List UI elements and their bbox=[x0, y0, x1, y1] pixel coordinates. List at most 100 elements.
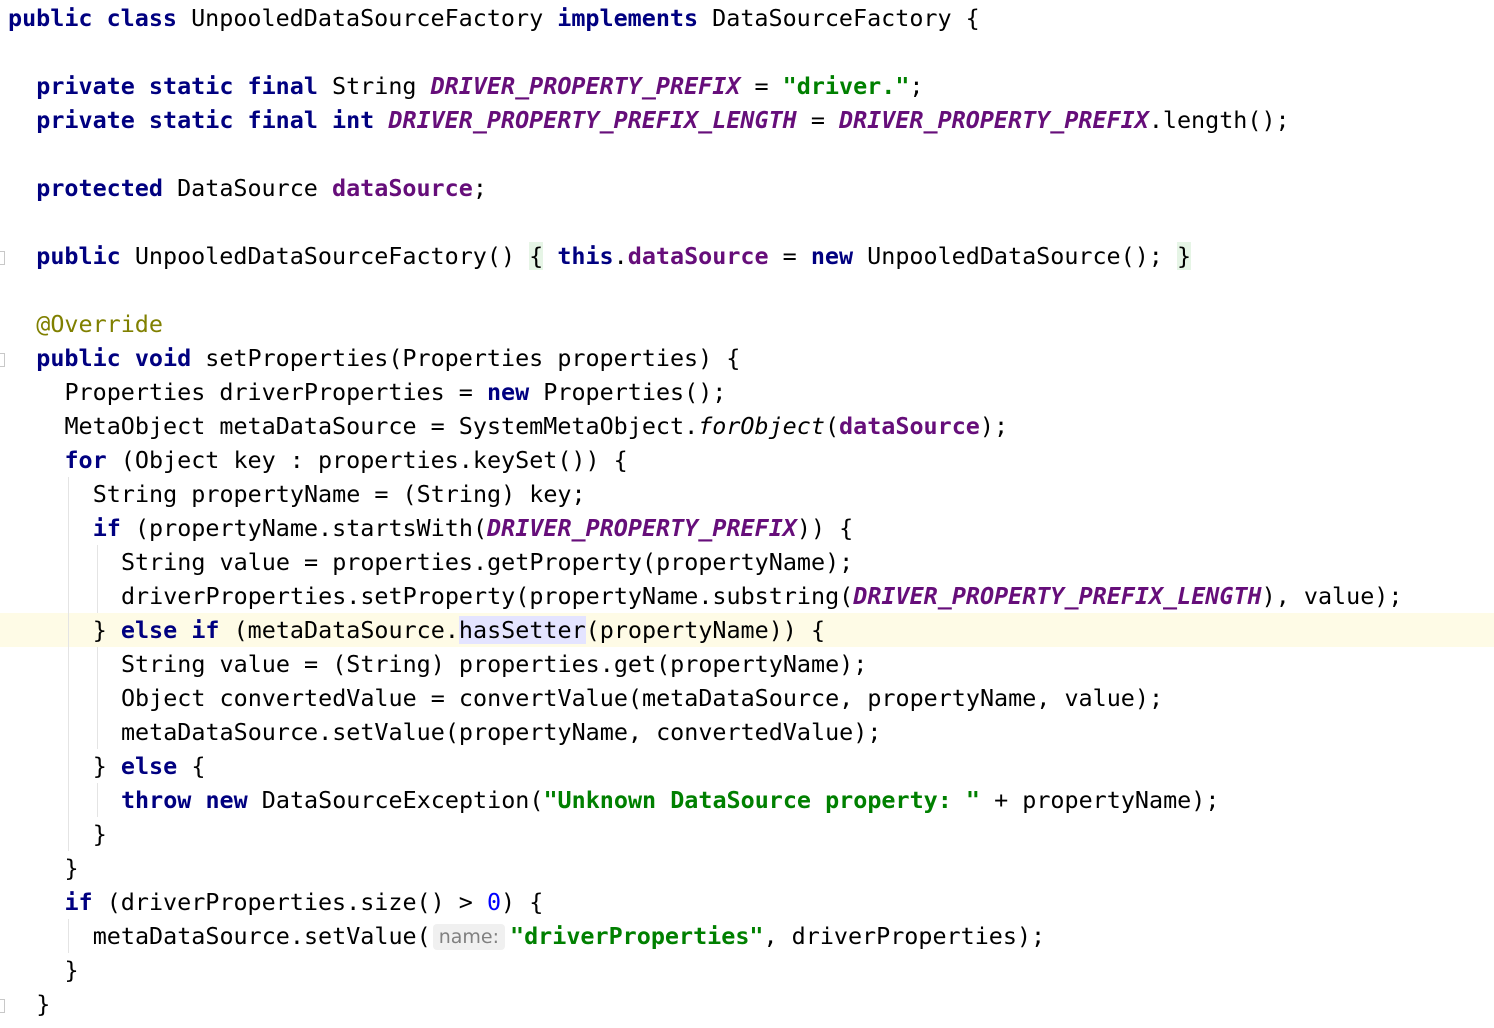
code-token: } bbox=[92, 752, 121, 780]
code-line[interactable]: public class UnpooledDataSourceFactory i… bbox=[0, 1, 1494, 35]
code-token: ; bbox=[909, 72, 924, 100]
code-line[interactable]: public UnpooledDataSourceFactory() { thi… bbox=[0, 239, 1494, 273]
code-token: MetaObject metaDataSource = SystemMetaOb… bbox=[64, 412, 699, 440]
code-text: } bbox=[93, 817, 107, 851]
code-line[interactable] bbox=[0, 273, 1494, 307]
code-line[interactable] bbox=[0, 137, 1494, 171]
code-text: } bbox=[64, 851, 78, 885]
code-token: this bbox=[557, 242, 614, 270]
code-token: } bbox=[92, 820, 107, 848]
code-text: public UnpooledDataSourceFactory() { thi… bbox=[36, 239, 1192, 273]
code-line-current[interactable]: } else if (metaDataSource.hasSetter(prop… bbox=[0, 613, 1494, 647]
code-token: Properties driverProperties = bbox=[64, 378, 487, 406]
code-text: private static final int DRIVER_PROPERTY… bbox=[36, 103, 1289, 137]
code-token: dataSource bbox=[331, 174, 473, 202]
code-line[interactable]: metaDataSource.setValue(name:"driverProp… bbox=[0, 919, 1494, 953]
fold-marker-icon[interactable] bbox=[0, 999, 5, 1013]
code-token: String value = properties.getProperty(pr… bbox=[120, 548, 854, 576]
code-token bbox=[543, 242, 557, 270]
code-token: = bbox=[796, 106, 839, 134]
code-token: protected bbox=[36, 174, 163, 202]
code-token: void bbox=[134, 344, 192, 372]
code-text: String value = properties.getProperty(pr… bbox=[121, 545, 853, 579]
code-token: } bbox=[92, 616, 121, 644]
code-text: } else { bbox=[93, 749, 206, 783]
indent-guide bbox=[68, 919, 70, 953]
code-line[interactable]: @Override bbox=[0, 307, 1494, 341]
code-text: if (driverProperties.size() > 0) { bbox=[64, 885, 543, 919]
code-token: = bbox=[768, 242, 811, 270]
code-token: (Object key : properties.keySet()) { bbox=[106, 446, 628, 474]
code-line[interactable]: metaDataSource.setValue(propertyName, co… bbox=[0, 715, 1494, 749]
code-token: DRIVER_PROPERTY_PREFIX_LENGTH bbox=[388, 106, 797, 134]
code-token: UnpooledDataSourceFactory bbox=[177, 4, 558, 32]
code-line[interactable]: String value = properties.getProperty(pr… bbox=[0, 545, 1494, 579]
code-token: { bbox=[529, 242, 544, 270]
code-line[interactable]: driverProperties.setProperty(propertyNam… bbox=[0, 579, 1494, 613]
code-token: } bbox=[36, 990, 51, 1018]
code-line[interactable]: if (driverProperties.size() > 0) { bbox=[0, 885, 1494, 919]
code-text: } bbox=[64, 953, 78, 987]
code-token bbox=[177, 616, 191, 644]
code-line[interactable]: String value = (String) properties.get(p… bbox=[0, 647, 1494, 681]
code-token: Object convertedValue = convertValue(met… bbox=[120, 684, 1164, 712]
indent-guide bbox=[96, 783, 98, 817]
code-token: String propertyName = (String) key; bbox=[92, 480, 586, 508]
code-token: . bbox=[613, 242, 628, 270]
code-token: ) { bbox=[501, 888, 544, 916]
code-token: UnpooledDataSourceFactory() bbox=[120, 242, 530, 270]
code-token: class bbox=[106, 4, 178, 32]
code-line[interactable]: public void setProperties(Properties pro… bbox=[0, 341, 1494, 375]
code-line[interactable]: MetaObject metaDataSource = SystemMetaOb… bbox=[0, 409, 1494, 443]
code-line[interactable]: } bbox=[0, 851, 1494, 885]
code-line[interactable]: } else { bbox=[0, 749, 1494, 783]
code-token: metaDataSource.setValue( bbox=[92, 922, 431, 950]
code-token: implements bbox=[557, 4, 699, 32]
code-text: throw new DataSourceException("Unknown D… bbox=[121, 783, 1219, 817]
code-token: else bbox=[120, 752, 178, 780]
code-token bbox=[135, 106, 149, 134]
code-text: for (Object key : properties.keySet()) { bbox=[64, 443, 627, 477]
code-token: DRIVER_PROPERTY_PREFIX bbox=[487, 514, 797, 542]
code-token: (driverProperties.size() > bbox=[92, 888, 487, 916]
code-line[interactable]: Properties driverProperties = new Proper… bbox=[0, 375, 1494, 409]
code-token: Setter bbox=[501, 616, 586, 644]
code-token: metaDataSource.setValue(propertyName, co… bbox=[120, 718, 882, 746]
code-line[interactable]: private static final int DRIVER_PROPERTY… bbox=[0, 103, 1494, 137]
code-token bbox=[318, 106, 332, 134]
code-text: public void setProperties(Properties pro… bbox=[36, 341, 740, 375]
code-token bbox=[135, 72, 149, 100]
code-line[interactable]: protected DataSource dataSource; bbox=[0, 171, 1494, 205]
code-line[interactable]: } bbox=[0, 987, 1494, 1021]
code-token: Properties(); bbox=[529, 378, 727, 406]
code-line[interactable]: } bbox=[0, 817, 1494, 851]
code-text: metaDataSource.setValue(name:"driverProp… bbox=[93, 919, 1045, 953]
code-token: dataSource bbox=[627, 242, 769, 270]
code-line[interactable]: if (propertyName.startsWith(DRIVER_PROPE… bbox=[0, 511, 1494, 545]
code-text: } bbox=[36, 987, 50, 1021]
code-line[interactable]: throw new DataSourceException("Unknown D… bbox=[0, 783, 1494, 817]
code-token: } bbox=[1176, 242, 1192, 270]
code-token: ; bbox=[472, 174, 487, 202]
code-line[interactable] bbox=[0, 35, 1494, 69]
code-token: DRIVER_PROPERTY_PREFIX bbox=[430, 72, 741, 100]
code-line[interactable]: } bbox=[0, 953, 1494, 987]
code-line[interactable]: private static final String DRIVER_PROPE… bbox=[0, 69, 1494, 103]
code-token: DataSource bbox=[162, 174, 332, 202]
code-text: public class UnpooledDataSourceFactory i… bbox=[8, 1, 980, 35]
code-line[interactable]: Object convertedValue = convertValue(met… bbox=[0, 681, 1494, 715]
code-token: { bbox=[177, 752, 206, 780]
code-line[interactable]: for (Object key : properties.keySet()) { bbox=[0, 443, 1494, 477]
code-token: else bbox=[120, 616, 178, 644]
code-token: DataSourceFactory { bbox=[698, 4, 980, 32]
code-token: "Unknown DataSource property: " bbox=[543, 786, 981, 814]
code-token: , driverProperties); bbox=[763, 922, 1046, 950]
code-token: final bbox=[247, 106, 318, 134]
code-token: (metaDataSource. bbox=[219, 616, 459, 644]
code-token: + propertyName); bbox=[980, 786, 1220, 814]
code-line[interactable] bbox=[0, 205, 1494, 239]
fold-marker-icon[interactable] bbox=[0, 251, 5, 265]
fold-marker-icon[interactable] bbox=[0, 353, 5, 367]
code-line[interactable]: String propertyName = (String) key; bbox=[0, 477, 1494, 511]
